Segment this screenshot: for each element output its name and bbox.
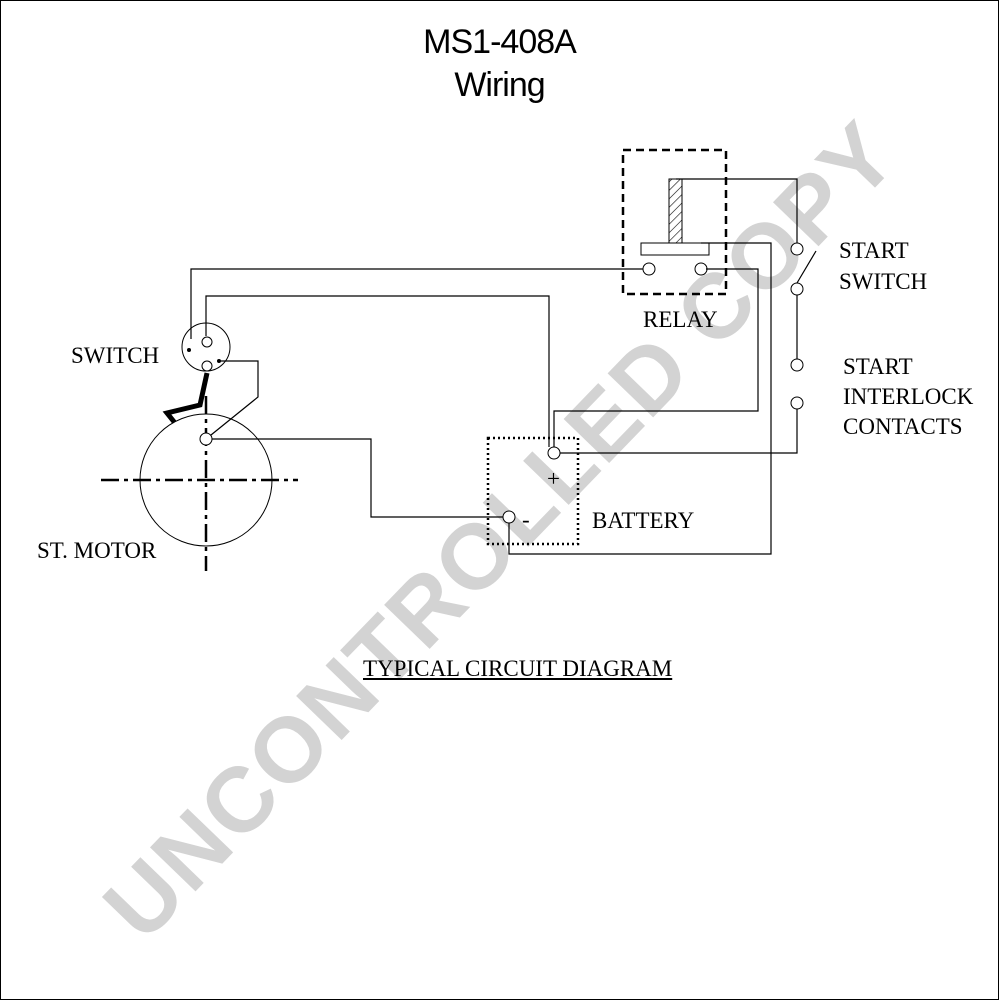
st-motor-label: ST. MOTOR xyxy=(37,538,157,563)
battery-negative-terminal xyxy=(502,510,516,524)
battery-box xyxy=(486,436,580,546)
interlock-label-3: CONTACTS xyxy=(843,414,963,439)
battery-positive-terminal xyxy=(547,446,561,460)
diagram-caption: TYPICAL CIRCUIT DIAGRAM xyxy=(363,656,673,681)
switch-terminal-bottom xyxy=(201,360,213,372)
relay-terminal-left xyxy=(642,262,656,276)
battery-plus-sign: + xyxy=(547,466,560,491)
start-switch-terminal-bottom xyxy=(790,282,804,296)
switch-label: SWITCH xyxy=(71,343,160,368)
relay-base xyxy=(640,242,710,256)
relay-box xyxy=(621,148,728,296)
battery-label: BATTERY xyxy=(592,508,695,533)
start-switch-terminal-top xyxy=(790,242,804,256)
switch-terminal-top xyxy=(201,336,213,348)
relay-coil xyxy=(668,178,683,244)
relay-label: RELAY xyxy=(643,307,718,332)
battery-minus-sign: - xyxy=(522,507,530,532)
switch-dot-left xyxy=(187,348,191,352)
interlock-terminal-top xyxy=(790,358,804,372)
start-switch-blade xyxy=(796,250,817,284)
interlock-terminal-bottom xyxy=(790,396,804,410)
start-switch-label-1: START xyxy=(839,238,909,263)
motor-terminal xyxy=(199,432,213,446)
interlock-label-2: INTERLOCK xyxy=(843,384,974,409)
relay-terminal-right xyxy=(694,262,708,276)
diagram-title: MS1-408A xyxy=(423,23,577,61)
diagram-subtitle: Wiring xyxy=(454,66,545,104)
wires xyxy=(190,178,798,555)
interlock-label-1: START xyxy=(843,354,913,379)
start-switch-label-2: SWITCH xyxy=(839,269,928,294)
switch-dot-right xyxy=(217,359,221,363)
switch-lever xyxy=(162,372,210,430)
